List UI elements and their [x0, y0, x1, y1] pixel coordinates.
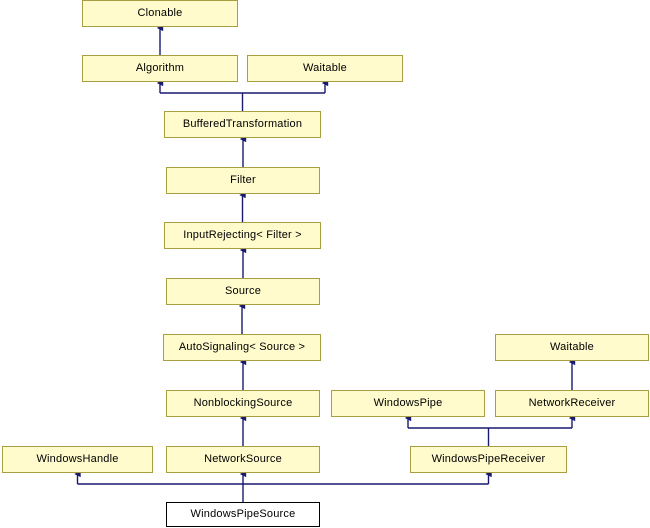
- class-node-label: Waitable: [550, 341, 594, 353]
- class-node-algorithm[interactable]: Algorithm: [82, 55, 238, 82]
- class-node-label: Waitable: [303, 62, 347, 74]
- class-node-filter[interactable]: Filter: [166, 167, 320, 194]
- class-node-networkreceiver[interactable]: NetworkReceiver: [495, 390, 649, 417]
- class-node-label: Source: [224, 285, 262, 297]
- class-node-bufferedtransformation[interactable]: BufferedTransformation: [164, 111, 321, 138]
- class-node-windowspipesource: WindowsPipeSource: [166, 502, 320, 527]
- class-node-label: BufferedTransformation: [182, 118, 303, 130]
- class-node-clonable[interactable]: Clonable: [82, 0, 238, 27]
- class-node-nonblockingsource[interactable]: NonblockingSource: [166, 390, 320, 417]
- class-node-label: Algorithm: [135, 62, 185, 74]
- class-node-label: NetworkReceiver: [528, 397, 616, 409]
- class-node-label: WindowsPipeSource: [190, 508, 296, 520]
- class-node-label: InputRejecting< Filter >: [183, 229, 302, 241]
- class-node-label: WindowsPipeReceiver: [431, 453, 546, 465]
- class-node-source[interactable]: Source: [166, 278, 320, 305]
- class-node-label: WindowsHandle: [36, 453, 119, 465]
- class-node-networksource[interactable]: NetworkSource: [166, 446, 320, 473]
- class-node-label: NetworkSource: [204, 453, 282, 465]
- class-node-label: Clonable: [137, 7, 183, 19]
- class-node-autosignaling[interactable]: AutoSignaling< Source >: [163, 334, 321, 361]
- class-node-inputrejecting[interactable]: InputRejecting< Filter >: [164, 222, 321, 249]
- class-node-label: Filter: [230, 174, 256, 186]
- class-node-windowshandle[interactable]: WindowsHandle: [2, 446, 153, 473]
- class-node-waitable_top[interactable]: Waitable: [247, 55, 403, 82]
- class-node-windowspipe[interactable]: WindowsPipe: [331, 390, 485, 417]
- class-node-label: WindowsPipe: [373, 397, 443, 409]
- class-node-label: AutoSignaling< Source >: [178, 341, 306, 353]
- class-node-waitable_right[interactable]: Waitable: [495, 334, 649, 361]
- class-node-label: NonblockingSource: [193, 397, 293, 409]
- class-node-windowspipereceiver[interactable]: WindowsPipeReceiver: [410, 446, 567, 473]
